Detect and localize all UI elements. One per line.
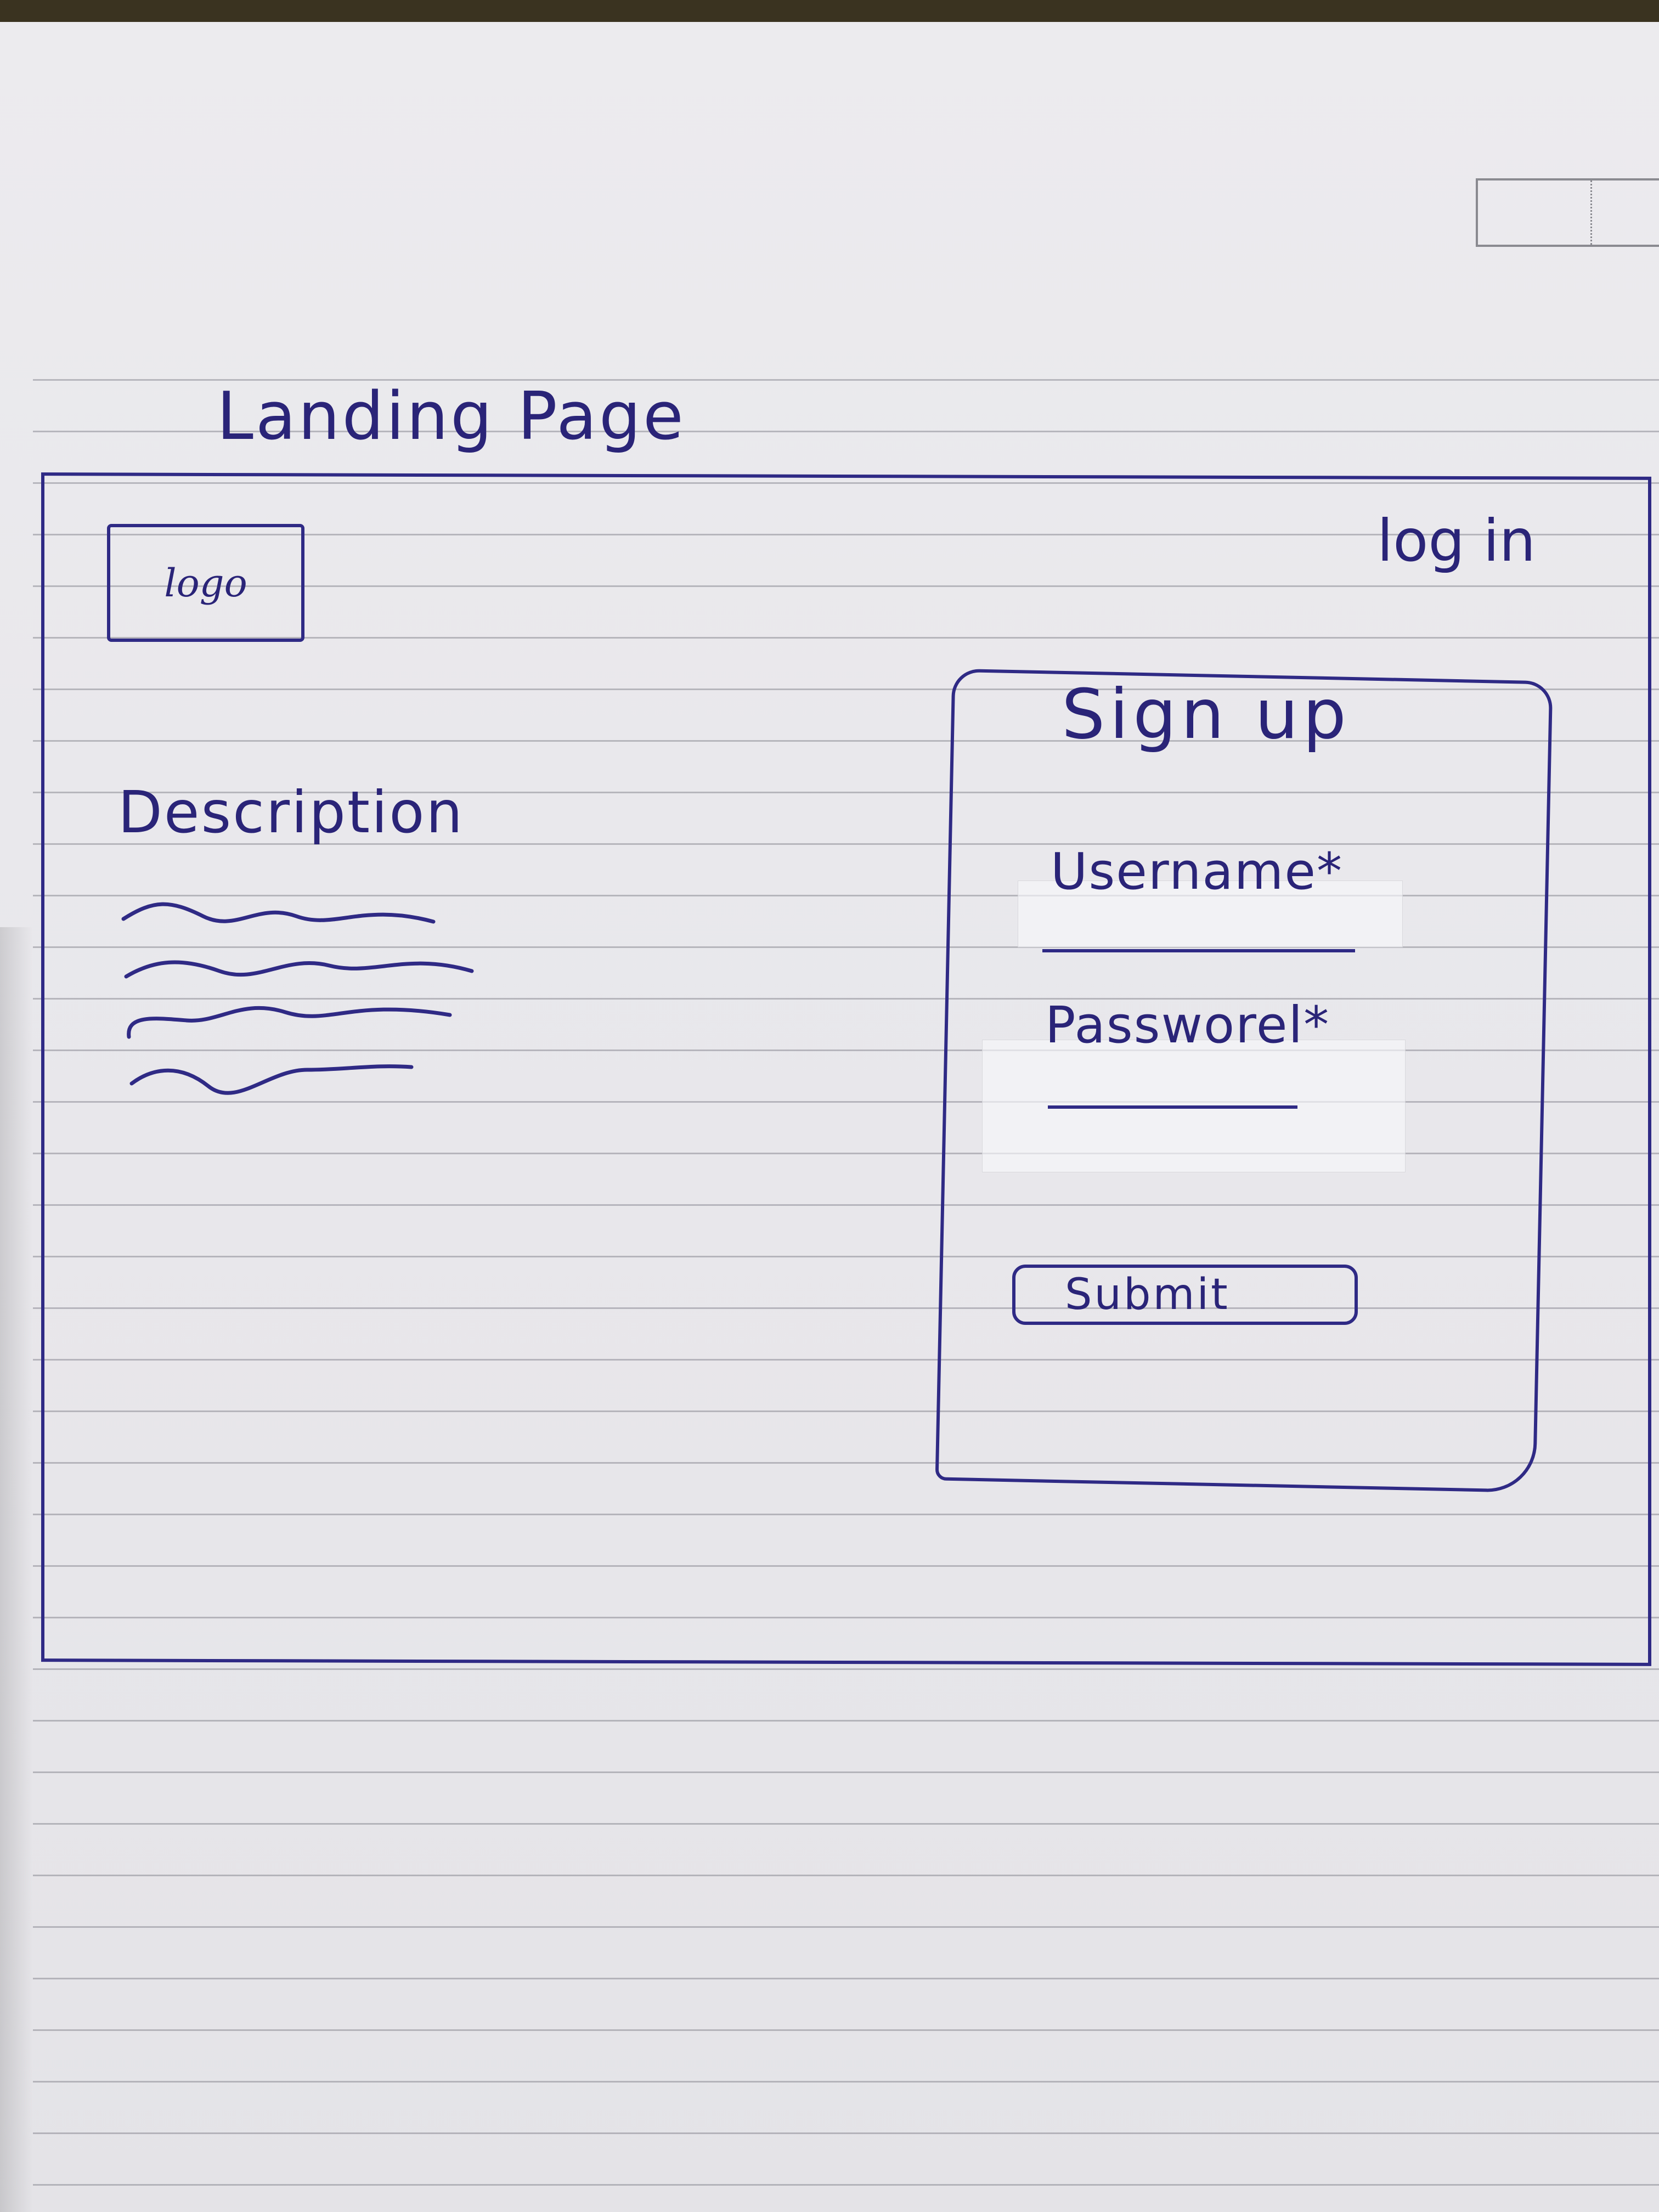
- password-label: Passworel*: [1045, 996, 1330, 1054]
- username-label: Username*: [1051, 842, 1343, 901]
- squiggle-line-2: [124, 960, 474, 979]
- logo[interactable]: logo: [107, 524, 304, 642]
- page-title: Landing Page: [217, 379, 686, 455]
- ruled-lines: [33, 329, 1659, 2212]
- tape-patch: [1018, 881, 1403, 947]
- corner-box: [1476, 178, 1659, 247]
- signup-title: Sign up: [1062, 675, 1351, 754]
- submit-button[interactable]: Submit: [1012, 1265, 1358, 1325]
- logo-label: logo: [164, 560, 247, 606]
- description-text-placeholder: [121, 902, 474, 1095]
- paper-shadow: [0, 927, 33, 2212]
- squiggle-line-4: [129, 1064, 414, 1095]
- username-input[interactable]: [1042, 949, 1355, 952]
- login-link[interactable]: log in: [1377, 507, 1536, 574]
- corner-box-divider: [1590, 180, 1592, 245]
- squiggle-line-3: [127, 1006, 452, 1039]
- description-heading: Description: [118, 779, 465, 846]
- squiggle-line-1: [121, 902, 436, 924]
- password-input[interactable]: [1048, 1105, 1297, 1109]
